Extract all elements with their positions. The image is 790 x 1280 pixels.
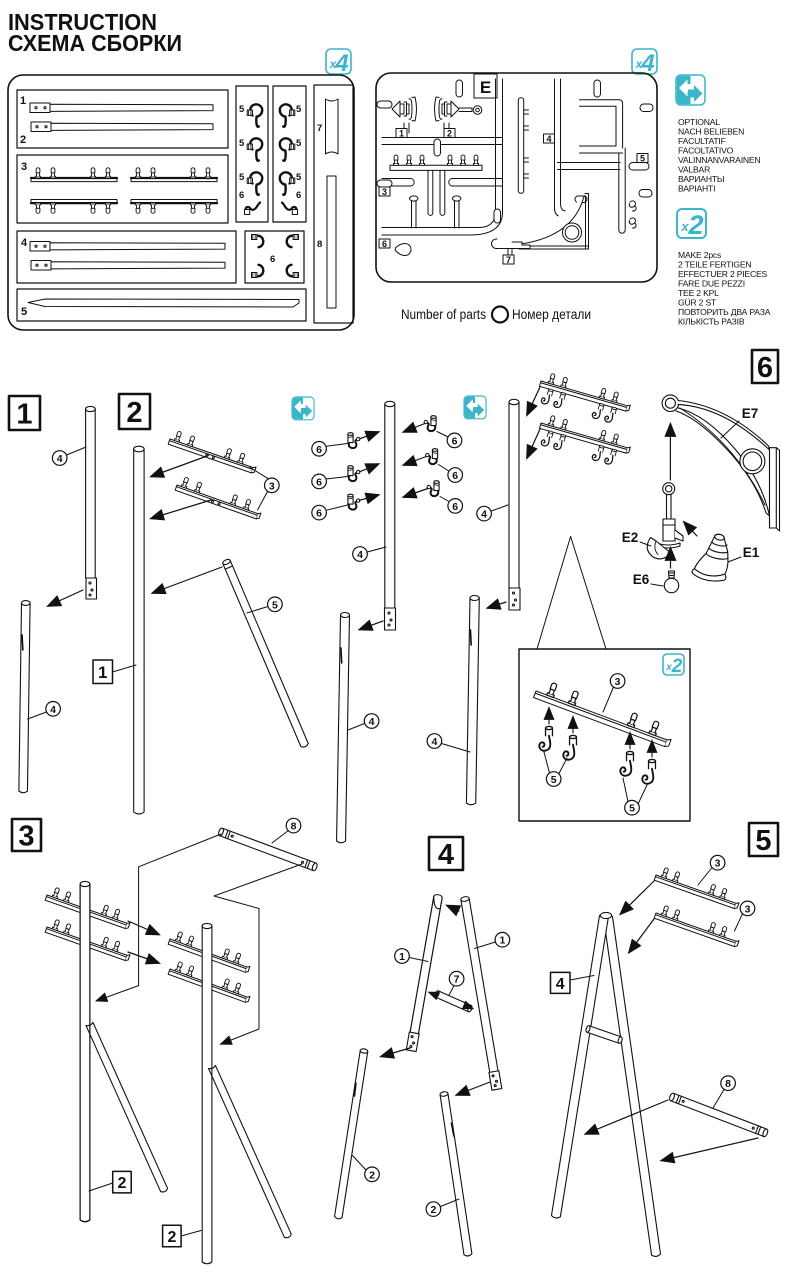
svg-text:4: 4 bbox=[431, 736, 437, 748]
svg-text:1: 1 bbox=[499, 935, 505, 947]
svg-text:1: 1 bbox=[20, 95, 26, 107]
svg-text:1: 1 bbox=[16, 399, 32, 431]
svg-text:ВАРИАНТЫ: ВАРИАНТЫ bbox=[678, 174, 724, 184]
svg-text:E: E bbox=[480, 78, 491, 97]
svg-text:1: 1 bbox=[399, 129, 404, 139]
svg-text:3: 3 bbox=[18, 821, 34, 853]
svg-text:2: 2 bbox=[369, 1169, 375, 1181]
svg-text:5: 5 bbox=[551, 774, 557, 786]
svg-text:6: 6 bbox=[239, 190, 244, 201]
svg-text:6: 6 bbox=[296, 190, 301, 201]
svg-text:3: 3 bbox=[382, 187, 387, 197]
svg-text:2 TEILE FERTIGEN: 2 TEILE FERTIGEN bbox=[678, 260, 751, 270]
svg-text:5: 5 bbox=[640, 154, 645, 164]
svg-text:4: 4 bbox=[481, 509, 487, 521]
svg-text:6: 6 bbox=[757, 352, 773, 384]
svg-text:E2: E2 bbox=[622, 530, 639, 545]
svg-text:6: 6 bbox=[452, 501, 458, 513]
svg-text:5: 5 bbox=[755, 825, 771, 857]
svg-text:4: 4 bbox=[556, 976, 565, 993]
svg-text:2: 2 bbox=[118, 1175, 127, 1192]
svg-text:3: 3 bbox=[745, 903, 751, 915]
svg-text:КІЛЬКІСТЬ РАЗІВ: КІЛЬКІСТЬ РАЗІВ bbox=[678, 317, 745, 327]
svg-text:6: 6 bbox=[452, 435, 458, 447]
svg-text:3: 3 bbox=[615, 676, 621, 688]
svg-text:x: x bbox=[665, 662, 672, 673]
svg-text:3: 3 bbox=[715, 858, 721, 870]
svg-text:FARE DUE PEZZI: FARE DUE PEZZI bbox=[678, 279, 745, 289]
svg-text:7: 7 bbox=[317, 123, 322, 134]
svg-text:x: x bbox=[329, 57, 338, 71]
svg-text:6: 6 bbox=[316, 444, 322, 456]
svg-text:5: 5 bbox=[296, 104, 302, 115]
svg-text:2: 2 bbox=[168, 1229, 177, 1246]
svg-text:5: 5 bbox=[21, 306, 27, 318]
svg-text:VALBAR: VALBAR bbox=[678, 165, 710, 175]
svg-text:MAKE 2pcs: MAKE 2pcs bbox=[678, 250, 721, 260]
svg-text:NACH BELIEBEN: NACH BELIEBEN bbox=[678, 127, 744, 137]
svg-text:ВАРІАНТІ: ВАРІАНТІ bbox=[678, 184, 715, 194]
svg-text:Номер детали: Номер детали bbox=[512, 307, 591, 322]
svg-text:6: 6 bbox=[316, 476, 322, 488]
svg-text:1: 1 bbox=[98, 663, 107, 682]
svg-text:5: 5 bbox=[629, 803, 635, 815]
svg-text:6: 6 bbox=[316, 508, 322, 520]
svg-text:TEE 2 KPL: TEE 2 KPL bbox=[678, 288, 719, 298]
svg-text:5: 5 bbox=[239, 104, 245, 115]
svg-text:E1: E1 bbox=[743, 545, 760, 560]
svg-text:FACOLTATIVO: FACOLTATIVO bbox=[678, 146, 734, 156]
svg-text:x: x bbox=[635, 57, 644, 71]
svg-text:6: 6 bbox=[452, 470, 458, 482]
svg-text:4: 4 bbox=[369, 716, 375, 728]
svg-text:2: 2 bbox=[447, 129, 452, 139]
svg-text:ПОВТОРИТЬ ДВА РАЗА: ПОВТОРИТЬ ДВА РАЗА bbox=[678, 307, 771, 317]
svg-text:7: 7 bbox=[454, 974, 460, 986]
svg-text:2: 2 bbox=[430, 1204, 436, 1216]
svg-text:E6: E6 bbox=[633, 572, 650, 587]
svg-text:4: 4 bbox=[546, 134, 551, 144]
svg-text:СХЕМА СБОРКИ: СХЕМА СБОРКИ bbox=[8, 30, 182, 56]
svg-text:4: 4 bbox=[50, 704, 56, 716]
svg-text:6: 6 bbox=[382, 239, 387, 249]
svg-text:8: 8 bbox=[725, 1078, 731, 1090]
svg-text:2: 2 bbox=[687, 210, 703, 240]
svg-text:OPTIONAL: OPTIONAL bbox=[678, 117, 720, 127]
svg-text:EFFECTUER 2 PIECES: EFFECTUER 2 PIECES bbox=[678, 269, 768, 279]
svg-text:8: 8 bbox=[317, 239, 322, 250]
svg-text:E7: E7 bbox=[742, 406, 759, 421]
svg-text:7: 7 bbox=[506, 255, 511, 265]
svg-text:2: 2 bbox=[671, 656, 683, 677]
svg-text:4: 4 bbox=[640, 50, 654, 77]
svg-text:FACULTATIF: FACULTATIF bbox=[678, 136, 726, 146]
svg-text:2: 2 bbox=[20, 134, 26, 146]
svg-text:4: 4 bbox=[57, 453, 63, 465]
svg-text:2: 2 bbox=[126, 397, 142, 429]
svg-text:4: 4 bbox=[357, 549, 363, 561]
svg-text:GÜR 2 ST: GÜR 2 ST bbox=[678, 298, 717, 308]
svg-text:3: 3 bbox=[21, 161, 27, 173]
svg-text:5: 5 bbox=[239, 138, 245, 149]
svg-text:x: x bbox=[680, 219, 689, 234]
svg-text:5: 5 bbox=[296, 172, 302, 183]
svg-text:4: 4 bbox=[21, 237, 28, 249]
svg-text:5: 5 bbox=[296, 138, 302, 149]
svg-text:Number of parts: Number of parts bbox=[401, 307, 486, 322]
svg-text:4: 4 bbox=[438, 839, 454, 871]
svg-text:INSTRUCTION: INSTRUCTION bbox=[8, 9, 157, 35]
svg-text:5: 5 bbox=[239, 172, 245, 183]
svg-text:6: 6 bbox=[270, 254, 275, 265]
svg-text:5: 5 bbox=[272, 599, 278, 611]
svg-text:1: 1 bbox=[399, 951, 405, 963]
svg-text:3: 3 bbox=[269, 480, 275, 492]
svg-text:4: 4 bbox=[334, 50, 348, 77]
svg-text:8: 8 bbox=[291, 821, 297, 833]
svg-text:VALINNANVARAINEN: VALINNANVARAINEN bbox=[678, 155, 760, 165]
